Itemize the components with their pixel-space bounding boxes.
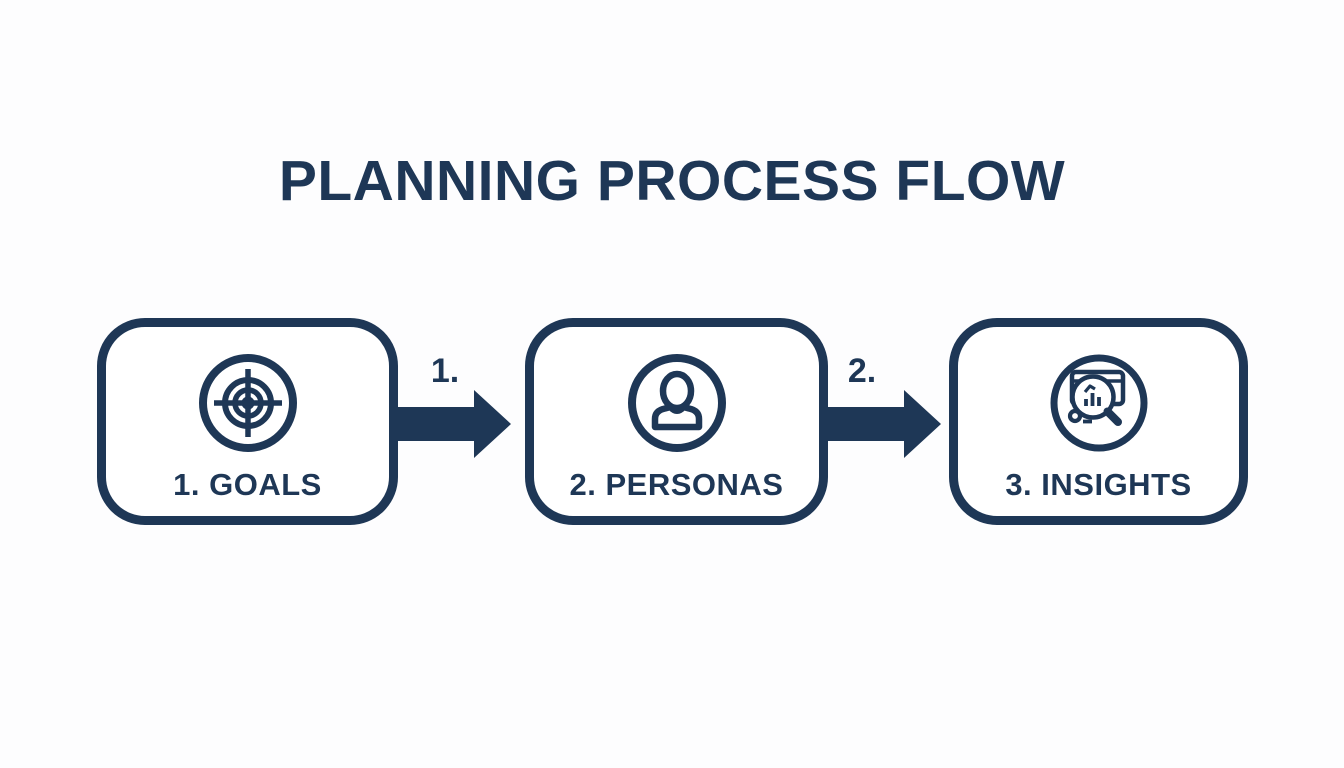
arrow-1-icon xyxy=(398,390,511,458)
arrow-1-label: 1. xyxy=(430,352,460,390)
step-box-insights: 3. INSIGHTS xyxy=(949,318,1248,525)
magnifier-analytics-icon xyxy=(1050,354,1147,452)
arrow-2-label: 2. xyxy=(847,352,877,390)
page-title: PLANNING PROCESS FLOW xyxy=(278,149,1066,213)
arrow-2-icon xyxy=(828,390,941,458)
target-icon xyxy=(198,354,297,452)
step-box-goals: 1. GOALS xyxy=(97,318,398,525)
step-label-insights: 3. INSIGHTS xyxy=(1005,467,1192,502)
user-icon xyxy=(627,354,726,452)
step-label-goals: 1. GOALS xyxy=(173,467,322,502)
step-label-personas: 2. PERSONAS xyxy=(569,467,784,502)
step-box-personas: 2. PERSONAS xyxy=(525,318,828,525)
